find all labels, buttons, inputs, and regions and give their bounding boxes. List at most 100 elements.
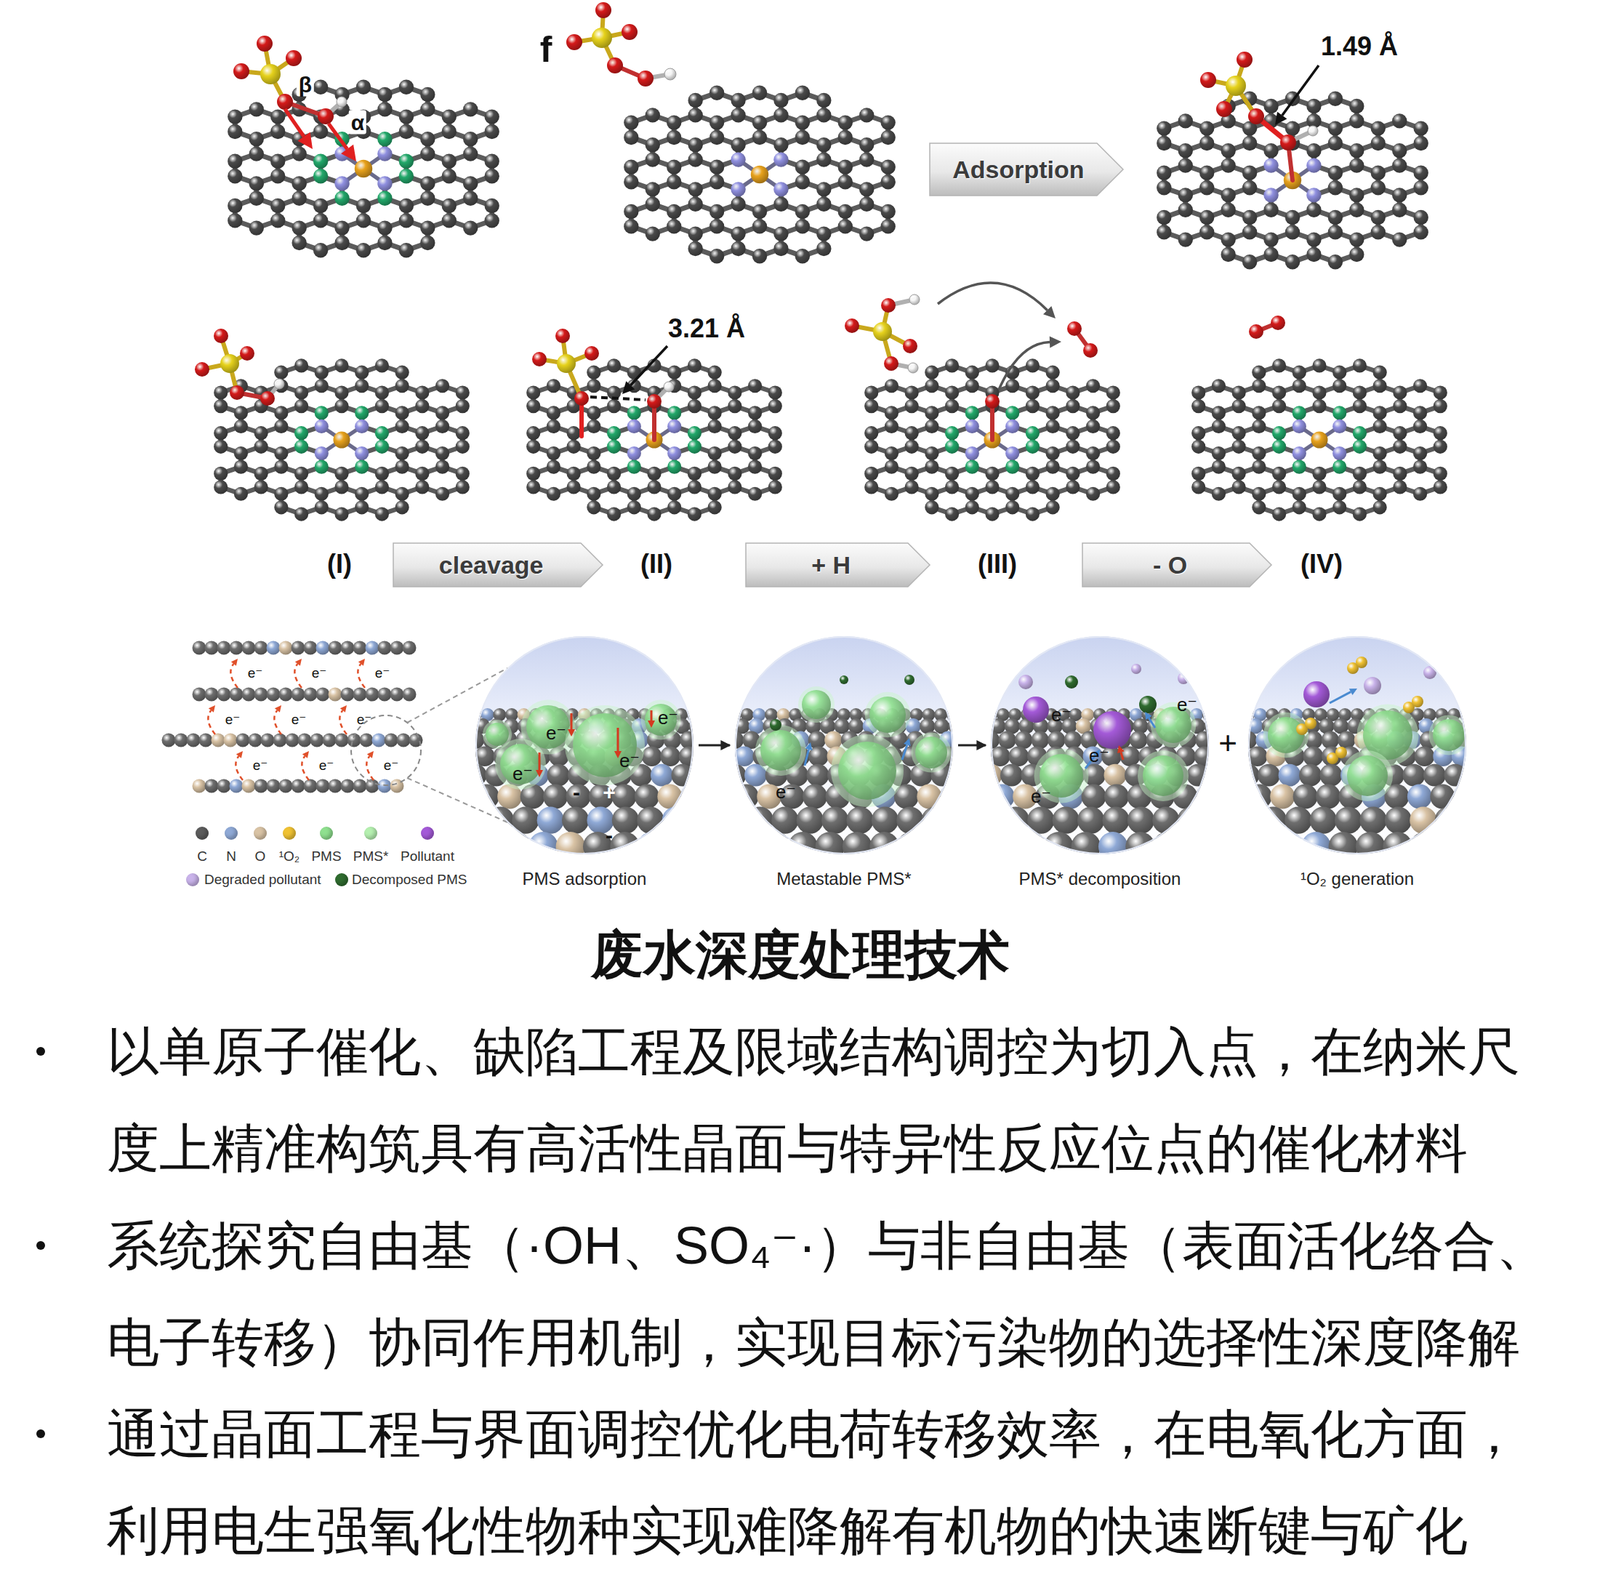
atom [463,146,478,161]
atom [985,394,1000,409]
atom [1046,419,1060,434]
atom [730,197,746,212]
atom [1272,466,1286,481]
atom [768,439,783,454]
step-arrow: cleavage [392,542,604,588]
atom [859,226,874,241]
atom [487,806,514,834]
bullet-dot [36,1240,46,1250]
atom [233,63,250,80]
atom [526,479,541,494]
atom [217,641,232,655]
atom [660,746,681,767]
atom [378,687,392,702]
atom [1046,500,1060,514]
atom [883,356,899,371]
atom [730,137,746,152]
atom [650,764,674,787]
atom [334,235,349,251]
atom [584,346,600,361]
atom [985,358,999,373]
graphene-lattice [623,85,896,264]
atom [950,831,954,855]
atom [354,487,369,501]
atom [194,362,210,377]
arrow-head [302,750,309,759]
atom [359,733,374,748]
atom [816,226,831,241]
atom [395,460,410,474]
atom [924,500,939,514]
atom [314,446,329,461]
bullet-dot [36,1429,46,1438]
mechanism-disc [475,636,694,855]
atom [946,806,954,834]
atom [274,419,288,434]
atom [561,806,589,834]
atom [916,784,942,810]
atom [1025,506,1040,521]
atom [399,124,414,139]
atom [1005,405,1020,420]
atom [1413,378,1427,393]
atom [273,733,288,748]
atom [1310,431,1328,448]
atom [687,241,703,256]
atom [1349,202,1364,218]
atom [441,109,457,124]
atom [1067,321,1082,336]
atom [816,197,831,212]
atom [1106,439,1121,454]
atom [399,198,414,213]
atom [234,405,248,420]
atom [328,779,343,794]
atom [985,479,999,494]
atom [1332,487,1347,501]
arrow-head [647,720,655,728]
atom [334,466,349,481]
atom [1232,385,1246,400]
atom [730,241,746,256]
atom [734,831,764,855]
atom [1349,187,1364,203]
atom [274,460,288,474]
atom [1232,425,1246,440]
atom [455,479,470,494]
arrow-head [231,658,238,666]
atom [646,479,661,494]
atom [274,405,288,420]
atom [1232,479,1246,494]
atom [335,733,349,748]
atom [313,212,328,228]
atom [567,466,581,481]
atom [291,779,306,794]
atom [687,197,703,212]
atom [687,137,703,152]
atom [924,365,939,380]
atom [294,425,309,440]
atom [500,743,541,785]
atom [773,226,789,241]
step-arrow-body [745,543,930,587]
atom [270,212,285,228]
atom [985,506,999,521]
atom [402,641,417,655]
atom [623,159,639,175]
atom [1272,479,1286,494]
atom [377,87,392,102]
atom [291,175,307,191]
atom [773,181,789,197]
atom [1292,446,1307,461]
atom [260,733,275,748]
atom [795,174,810,190]
atom [227,198,243,213]
atom [1373,419,1388,434]
atom [501,831,531,855]
atom [1328,165,1343,181]
atom [441,198,457,213]
atom [730,107,746,123]
atom [1086,460,1100,474]
atom [543,784,568,810]
atom [859,107,874,123]
atom [395,378,410,393]
